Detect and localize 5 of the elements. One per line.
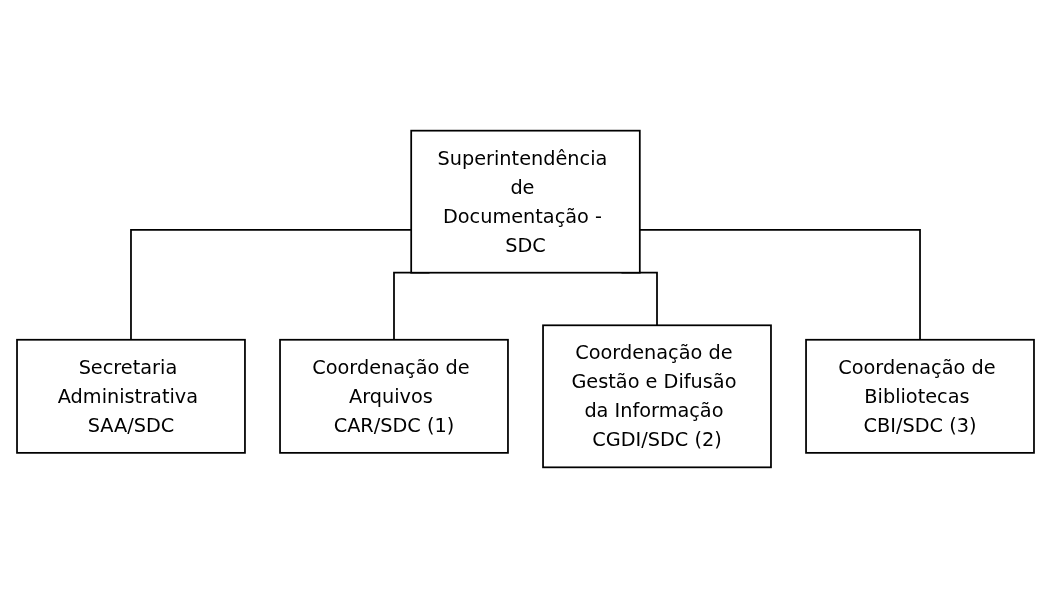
node-box: Superintendência de Documentação - SDC [410,129,641,274]
node-box: Coordenação de Bibliotecas CBI/SDC (3) [805,338,1035,454]
node-box: Coordenação de Arquivos CAR/SDC (1) [279,338,509,454]
node-box: Secretaria Administrativa SAA/SDC [16,338,246,454]
node-box: Coordenação de Gestão e Difusão da Informação CGDI/SDC (2) [542,324,772,469]
